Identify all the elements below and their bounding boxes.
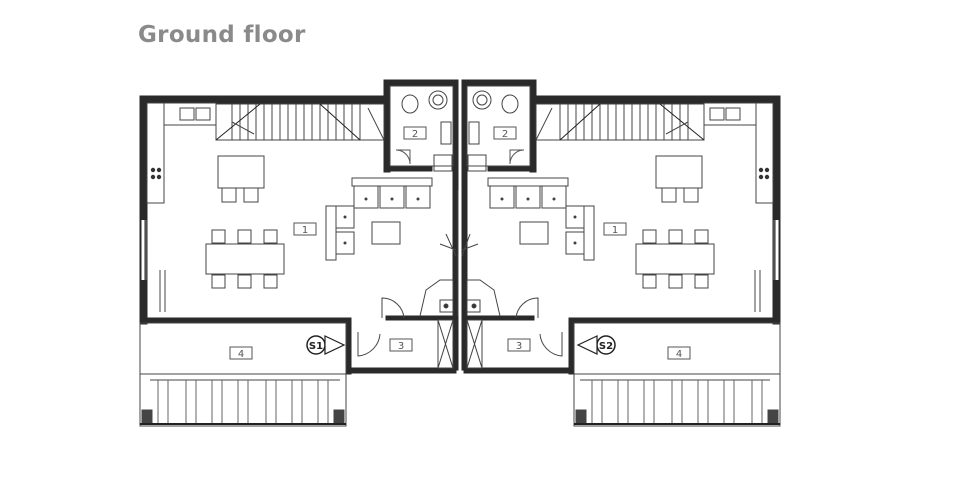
cooktop-icon xyxy=(150,167,162,180)
svg-text:2: 2 xyxy=(502,129,508,140)
room-label-left-terrace: 4 xyxy=(229,346,253,360)
room-label-right-terrace: 4 xyxy=(667,346,691,360)
terrace-left xyxy=(139,322,347,427)
room-label-left-entry: 3 xyxy=(389,338,413,352)
svg-text:4: 4 xyxy=(676,349,682,360)
unit-left xyxy=(139,79,459,427)
kitchen-island-left xyxy=(217,155,265,203)
staircase-left xyxy=(215,103,385,141)
room-label-right-entry: 3 xyxy=(507,338,531,352)
svg-text:1: 1 xyxy=(302,225,308,236)
wc-left xyxy=(389,85,454,172)
room-label-left-wc: 2 xyxy=(403,126,427,140)
room-label-right-living: 1 xyxy=(603,222,627,236)
entry-closet-left xyxy=(419,279,454,369)
sofa-left xyxy=(325,177,433,261)
page-title: Ground floor xyxy=(138,22,306,48)
dining-table-left xyxy=(205,229,285,289)
svg-text:1: 1 xyxy=(612,225,618,236)
entrance-marker-s1: S1 xyxy=(306,335,346,355)
room-label-left-living: 1 xyxy=(293,222,317,236)
svg-text:2: 2 xyxy=(412,129,418,140)
svg-text:3: 3 xyxy=(516,341,522,352)
walls-left xyxy=(139,79,459,375)
doors-left xyxy=(357,297,405,357)
svg-text:3: 3 xyxy=(398,341,404,352)
room-label-right-wc: 2 xyxy=(493,126,517,140)
svg-text:4: 4 xyxy=(238,349,244,360)
svg-text:S2: S2 xyxy=(599,341,613,352)
kitchen-left xyxy=(146,102,217,204)
center-divider xyxy=(439,190,479,316)
entrance-marker-s2: S2 xyxy=(576,335,616,355)
svg-text:S1: S1 xyxy=(309,341,323,352)
